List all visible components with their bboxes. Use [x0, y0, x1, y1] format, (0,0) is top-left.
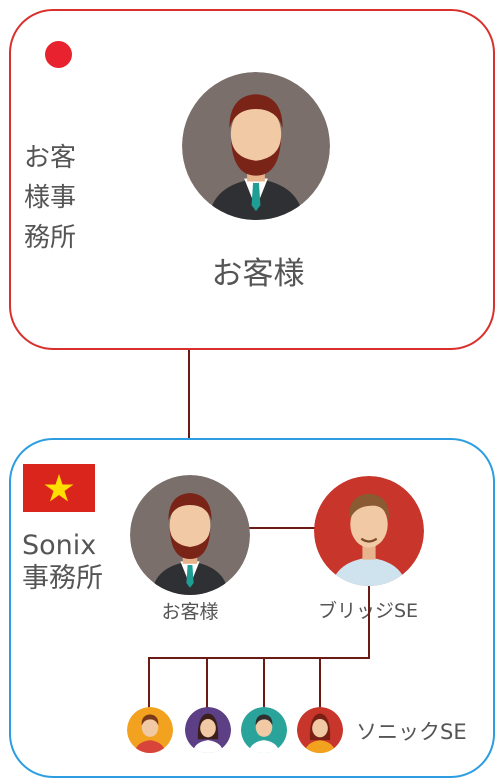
- sonic-se-member-icon: [185, 707, 231, 753]
- customer-avatar-icon: [182, 72, 330, 220]
- bridge-se-avatar-icon: [314, 476, 424, 586]
- sonic-se-member-icon: [127, 707, 173, 753]
- customer-label-small: お客様: [161, 601, 219, 623]
- customer-office-label-line: 務所: [24, 223, 77, 253]
- vietnam-flag-icon: [23, 464, 95, 512]
- team-drop-line: [319, 657, 321, 709]
- customer-office-label-line: 様事: [24, 183, 77, 213]
- customer-office-box: [9, 9, 495, 350]
- sonic-se-label: ソニックSE: [356, 720, 467, 744]
- customer-office-label: お客 様事 務所: [24, 138, 76, 258]
- team-bus-line: [148, 657, 370, 659]
- customer-label: お客様: [211, 256, 305, 292]
- sonic-se-member-icon: [297, 707, 343, 753]
- japan-flag-icon: [25, 32, 93, 77]
- customer-bridge-connector: [248, 527, 316, 529]
- group-connector-line: [188, 350, 190, 438]
- team-drop-line: [206, 657, 208, 709]
- customer-avatar-icon: [130, 475, 250, 595]
- sonix-office-name-suffix: 事務所: [22, 563, 103, 594]
- team-drop-line: [263, 657, 265, 709]
- customer-office-label-line: お客: [24, 143, 77, 173]
- sonix-office-name: Sonix: [22, 530, 97, 561]
- sonic-se-member-icon: [241, 707, 287, 753]
- team-drop-line: [148, 657, 150, 709]
- sonix-office-box: [9, 438, 495, 778]
- bridge-team-connector: [368, 586, 370, 658]
